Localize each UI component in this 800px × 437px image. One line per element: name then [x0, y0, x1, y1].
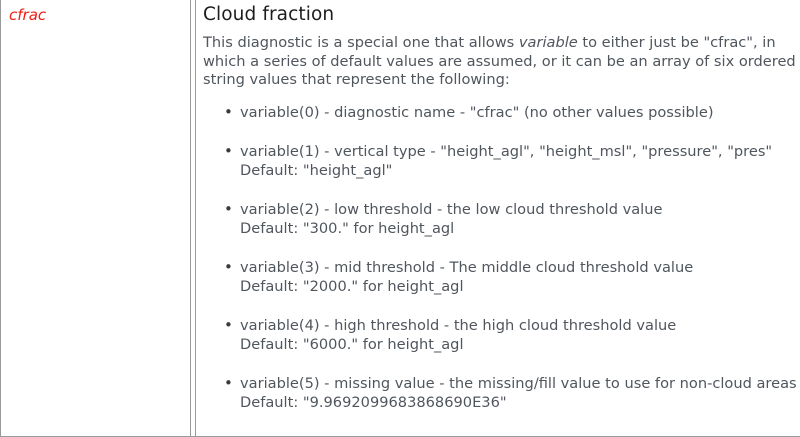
page-title: Cloud fraction — [203, 4, 335, 25]
list-item-description: variable(0) - diagnostic name - "cfrac" … — [240, 103, 714, 121]
column-divider — [191, 0, 196, 436]
list-item-default-value: Default: "300." for height_agl — [240, 219, 455, 237]
variable-name-label: cfrac — [9, 6, 47, 24]
list-item: variable(0) - diagnostic name - "cfrac" … — [203, 103, 800, 123]
paragraph-text-before-emphasis: This diagnostic is a special one that al… — [203, 34, 519, 51]
variable-values-list: variable(0) - diagnostic name - "cfrac" … — [203, 103, 800, 413]
list-item-default-value: Default: "2000." for height_agl — [240, 277, 464, 295]
list-item-description: variable(3) - mid threshold - The middle… — [240, 259, 694, 277]
list-item-description: variable(4) - high threshold - the high … — [240, 317, 677, 335]
list-item: variable(5) - missing value - the missin… — [203, 374, 800, 412]
emphasized-variable-term: variable — [518, 34, 578, 51]
list-item-default-value: Default: "6000." for height_agl — [240, 335, 464, 353]
description-cell: Cloud fraction This diagnostic is a spec… — [196, 0, 800, 436]
list-item: variable(3) - mid threshold - The middle… — [203, 258, 800, 296]
list-item-description: variable(1) - vertical type - "height_ag… — [240, 143, 773, 161]
variable-name-cell: cfrac — [1, 0, 191, 436]
list-item-default-value: Default: "9.9692099683868690E36" — [240, 393, 507, 411]
list-item: variable(4) - high threshold - the high … — [203, 316, 800, 354]
list-item: variable(1) - vertical type - "height_ag… — [203, 142, 800, 180]
list-item-description: variable(2) - low threshold - the low cl… — [240, 201, 663, 219]
paragraph-text-after-emphasis: to either just be "cfrac", in which a se… — [203, 34, 796, 89]
list-item-description: variable(5) - missing value - the missin… — [240, 375, 797, 393]
list-item: variable(2) - low threshold - the low cl… — [203, 200, 800, 238]
intro-paragraph: This diagnostic is a special one that al… — [203, 34, 800, 90]
list-item-default-value: Default: "height_agl" — [240, 161, 393, 179]
